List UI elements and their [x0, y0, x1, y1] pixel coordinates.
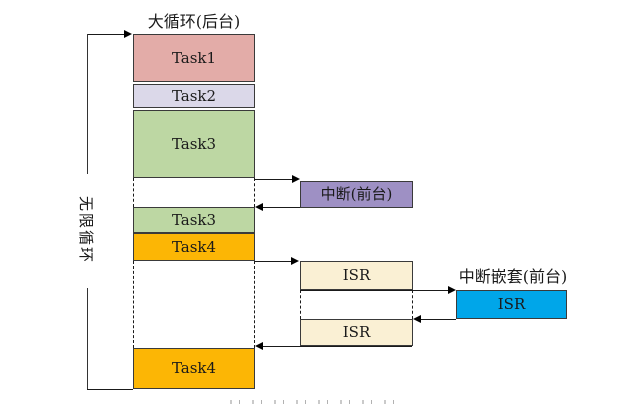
task4-resume-label: Task4 [171, 359, 217, 377]
task2-box: Task2 [133, 84, 255, 108]
interrupt-box: 中断(前台) [300, 181, 413, 208]
arrow-right-icon [292, 175, 300, 183]
arrow-to-interrupt-line [255, 179, 293, 180]
task2-label: Task2 [171, 86, 217, 105]
isr-gap-dashed-right-edge [412, 290, 413, 319]
isr-return-line [262, 346, 412, 347]
nested-isr-return-line [421, 319, 456, 320]
gap1-dashed-left-edge [133, 178, 134, 207]
arrow-left-icon [413, 315, 421, 323]
loop-bottom-line [87, 389, 133, 390]
task3-resume-label: Task3 [171, 210, 217, 229]
infinite-loop-label: 无限循环 [77, 180, 97, 280]
nested-interrupt-title: 中断嵌套(前台) [458, 267, 568, 286]
interrupt-return-line [262, 207, 300, 208]
task3-label: Task3 [171, 134, 217, 153]
arrow-to-isr-line [255, 261, 292, 262]
nested-isr-label: ISR [497, 295, 526, 313]
task3-resume-box: Task3 [133, 207, 255, 233]
task4-label: Task4 [171, 237, 217, 256]
arrow-to-nested-isr-line [301, 290, 449, 291]
loop-vertical-line-lower [87, 288, 88, 389]
diagram-title: 大循环(后台) [147, 12, 241, 31]
arrow-left-icon [255, 203, 263, 211]
gap1-dashed-right-edge [254, 178, 255, 207]
clipped-caption [230, 400, 405, 404]
isr2-label: ISR [342, 323, 371, 341]
task1-box: Task1 [133, 34, 255, 82]
arrow-left-icon [255, 342, 263, 350]
arrow-right-icon [291, 257, 299, 265]
isr-box-2: ISR [300, 319, 413, 346]
isr-gap-dashed-left-edge [300, 290, 301, 319]
isr1-label: ISR [342, 266, 371, 284]
task4-resume-box: Task4 [133, 348, 255, 389]
nested-isr-box: ISR [456, 290, 567, 319]
isr-box-1: ISR [300, 261, 413, 290]
arrow-right-icon [124, 30, 132, 38]
gap2-dashed-left-edge [133, 261, 134, 348]
arrow-right-icon [448, 286, 456, 294]
gap2-dashed-right-edge [254, 261, 255, 348]
loop-top-line [87, 34, 125, 35]
task1-label: Task1 [171, 48, 217, 67]
interrupt-label: 中断(前台) [320, 185, 393, 203]
loop-vertical-line-upper [87, 34, 88, 174]
task4-box: Task4 [133, 233, 255, 261]
task3-box: Task3 [133, 110, 255, 178]
